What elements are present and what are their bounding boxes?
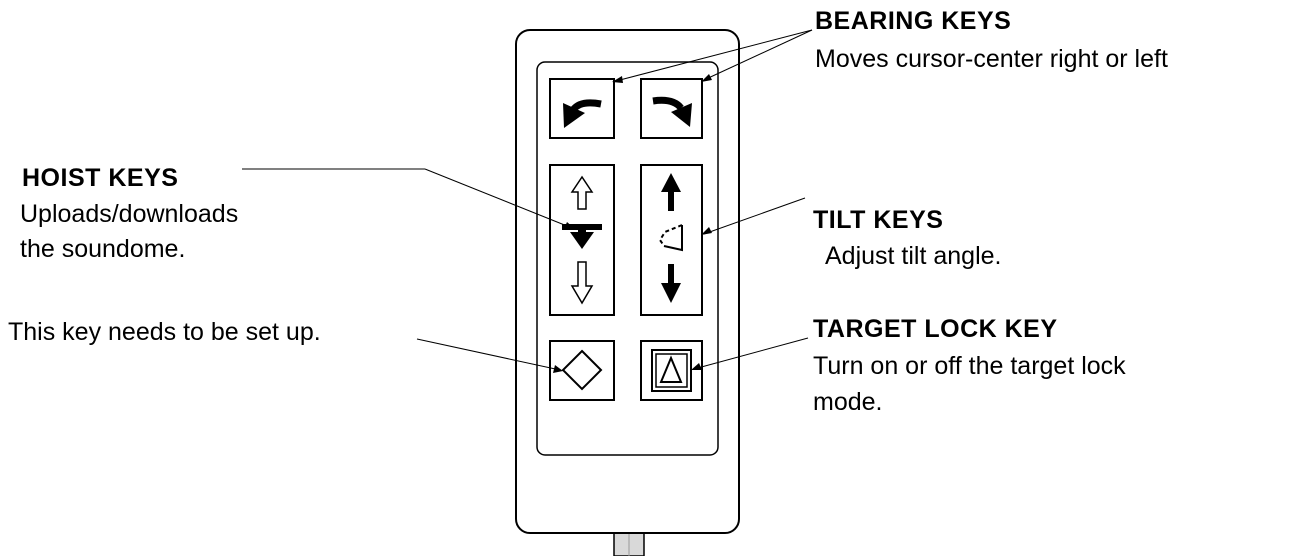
controller-body bbox=[515, 29, 740, 534]
hoist-keys-description-line2: the soundome. bbox=[20, 235, 186, 263]
cable bbox=[613, 532, 645, 556]
hoist-keys-description-line1: Uploads/downloads bbox=[20, 200, 239, 228]
setup-key-description: This key needs to be set up. bbox=[8, 318, 321, 346]
hollow-down-arrow-icon bbox=[570, 261, 594, 305]
curved-arrow-right-icon bbox=[652, 96, 692, 127]
curved-arrow-left-icon bbox=[563, 99, 602, 128]
tilt-keys-title: TILT KEYS bbox=[813, 206, 944, 234]
target-lock-key[interactable] bbox=[640, 340, 703, 401]
tilt-keys-description: Adjust tilt angle. bbox=[825, 242, 1002, 270]
diamond-icon bbox=[561, 349, 603, 391]
bar-with-down-arrow-icon bbox=[562, 224, 602, 249]
hollow-up-arrow-icon bbox=[570, 175, 594, 210]
hoist-keys-title: HOIST KEYS bbox=[22, 164, 179, 192]
target-lock-key-title: TARGET LOCK KEY bbox=[813, 315, 1058, 343]
key-panel bbox=[536, 61, 719, 456]
setup-key[interactable] bbox=[549, 340, 615, 401]
solid-up-arrow-icon bbox=[661, 173, 681, 211]
tilt-keys[interactable] bbox=[640, 164, 703, 316]
leader-lines bbox=[242, 29, 813, 373]
triangle-in-square-icon bbox=[651, 349, 692, 392]
tilt-beam-icon bbox=[658, 224, 683, 252]
target-lock-key-description-line2: mode. bbox=[813, 388, 883, 416]
hoist-keys[interactable] bbox=[549, 164, 615, 316]
bearing-right-key[interactable] bbox=[640, 78, 703, 139]
bearing-keys-title: BEARING KEYS bbox=[815, 7, 1012, 35]
target-lock-key-description-line1: Turn on or off the target lock bbox=[813, 352, 1126, 380]
solid-down-arrow-icon bbox=[661, 264, 681, 303]
bearing-keys-description: Moves cursor-center right or left bbox=[815, 45, 1168, 73]
bearing-left-key[interactable] bbox=[549, 78, 615, 139]
